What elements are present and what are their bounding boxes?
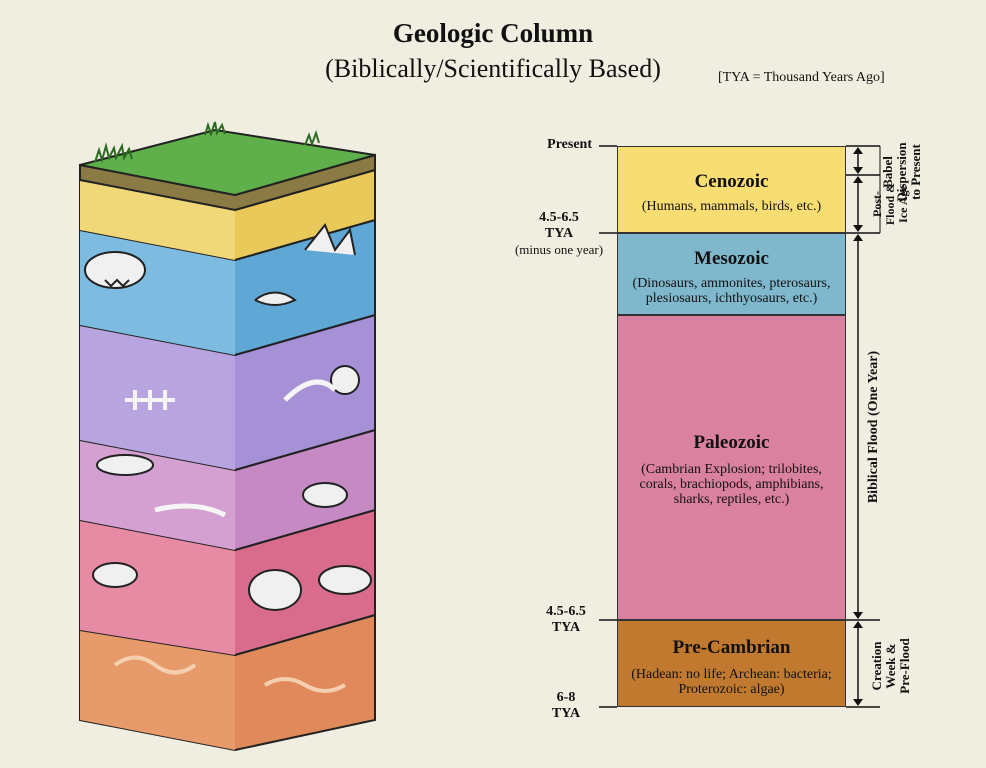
time-label-creation: 6-8 TYA [540,690,592,722]
era-name: Mesozoic [694,248,769,269]
time-label-cenozoic-start: 4.5-6.5 TYA (minus one year) [505,210,613,258]
era-name: Cenozoic [694,171,769,192]
era-description: (Hadean: no life; Archean: bacteria; Pro… [631,667,832,697]
time-unit: TYA [551,706,581,721]
era-band-paleozoic: Paleozoic (Cambrian Explosion; trilobite… [617,315,846,620]
era-description: (Cambrian Explosion; trilobites, corals,… [639,462,824,507]
era-band-cenozoic: Cenozoic (Humans, mammals, birds, etc.) [617,146,846,233]
time-unit: TYA [544,226,574,241]
time-note: (minus one year) [514,242,604,257]
era-description: (Humans, mammals, birds, etc.) [641,199,822,214]
rock-column-illustration [79,121,376,752]
page-subtitle: (Biblically/Scientifically Based) [325,54,661,83]
span-label-post-flood: Post- Flood & Ice Age [870,182,910,226]
time-value: 4.5-6.5 [546,604,586,619]
era-description: (Dinosaurs, ammonites, pterosaurs, plesi… [632,276,831,306]
time-unit: TYA [551,620,581,635]
time-value: 4.5-6.5 [539,210,579,225]
span-label-creation: Creation Week & Pre-Flood [869,638,912,694]
time-label-flood-start: 4.5-6.5 TYA [540,604,592,636]
time-label-present: Present [547,137,592,152]
era-name: Pre-Cambrian [672,637,791,658]
time-value: 6-8 [556,690,576,705]
era-name: Paleozoic [693,432,770,453]
era-band-precambrian: Pre-Cambrian (Hadean: no life; Archean: … [617,620,846,707]
page-title: Geologic Column [392,18,594,48]
era-band-mesozoic: Mesozoic (Dinosaurs, ammonites, pterosau… [617,233,846,315]
abbreviation-note: [TYA = Thousand Years Ago] [718,70,885,85]
span-label-biblical-flood: Biblical Flood (One Year) [866,350,881,504]
